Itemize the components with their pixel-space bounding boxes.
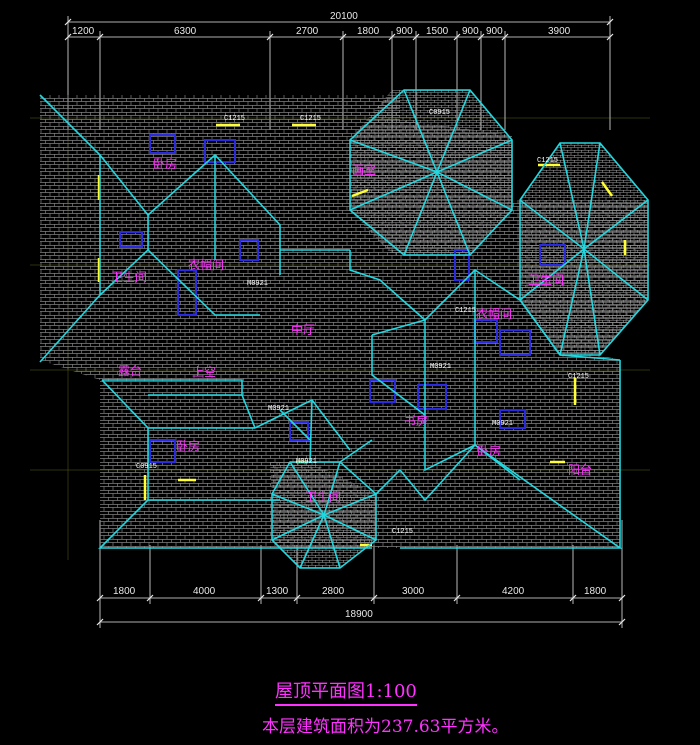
tag-c3: C0915 — [429, 109, 450, 117]
room-bedroom-se: 卧房 — [477, 443, 501, 458]
room-bedroom-sw: 卧房 — [176, 438, 200, 453]
wall-marks — [97, 123, 627, 547]
tag-c7: C1215 — [568, 373, 589, 381]
area-note: 本层建筑面积为237.63平方米。 — [262, 717, 509, 737]
dim-bottom-seg-1: 1800 — [113, 586, 136, 597]
dim-top-seg-4: 1800 — [357, 26, 380, 37]
tag-c4: C1215 — [537, 157, 558, 165]
dim-bottom-seg-7: 1800 — [584, 586, 607, 597]
room-cloak: 衣帽间 — [188, 257, 224, 272]
tag-c1: C1215 — [224, 115, 245, 123]
dim-bottom-seg-2: 4000 — [193, 586, 216, 597]
dim-bottom-seg-4: 2800 — [322, 586, 345, 597]
dim-top-seg-5: 900 — [396, 26, 413, 37]
room-bath-w: 卫生间 — [111, 270, 147, 284]
dim-top-seg-2: 6300 — [174, 26, 197, 37]
room-bedroom-nw: 卧房 — [153, 156, 177, 171]
interior-furniture — [119, 134, 566, 463]
dim-top-seg-3: 2700 — [296, 26, 319, 37]
tag-c6: C0915 — [136, 463, 157, 471]
room-study: 书房 — [404, 413, 428, 428]
tag-c5: C1215 — [392, 528, 413, 536]
tag-m3: M0921 — [268, 405, 289, 413]
dim-top-seg-6: 1500 — [426, 26, 449, 37]
opening-tags: C1215 C1215 C0915 C1215 M0921 M0921 M092… — [136, 109, 589, 536]
room-balcony: 阳台 — [568, 462, 592, 477]
room-upper-void: 上空 — [192, 365, 216, 379]
dim-top-total: 20100 — [330, 11, 358, 22]
room-cloak-e: 衣帽间 — [476, 306, 512, 321]
room-hall: 中厅 — [291, 322, 315, 337]
room-bath-e: 卫生间 — [528, 273, 564, 287]
tag-m1: M0921 — [247, 280, 268, 288]
tag-m5: M0921 — [296, 458, 317, 466]
roof-outlines — [39, 89, 649, 569]
room-drawing: 画室 — [352, 162, 376, 177]
dim-bottom-seg-5: 3000 — [402, 586, 425, 597]
drawing-title: 屋顶平面图1:100 — [275, 677, 417, 706]
dim-bottom-total: 18900 — [345, 609, 373, 620]
dim-bottom-seg-6: 4200 — [502, 586, 525, 597]
top-dimension-chain — [67, 16, 611, 130]
tag-m2: M0921 — [430, 363, 451, 371]
dim-top-seg-1: 1200 — [72, 26, 95, 37]
room-bath-s: 卫生间 — [305, 490, 341, 504]
roof-tiles — [40, 90, 648, 568]
tag-c8: C1215 — [455, 307, 476, 315]
tag-m4: M0921 — [492, 420, 513, 428]
tag-c2: C1215 — [300, 115, 321, 123]
dim-top-seg-8: 900 — [486, 26, 503, 37]
dim-top-seg-9: 3900 — [548, 26, 571, 37]
dim-bottom-seg-3: 1300 — [266, 586, 289, 597]
dim-top-seg-7: 900 — [462, 26, 479, 37]
room-labels: 卧房 画室 卫生间 衣帽间 中厅 露台 上空 卫生间 衣帽间 书房 卧房 卧房 … — [111, 156, 592, 504]
room-terrace: 露台 — [118, 363, 142, 378]
